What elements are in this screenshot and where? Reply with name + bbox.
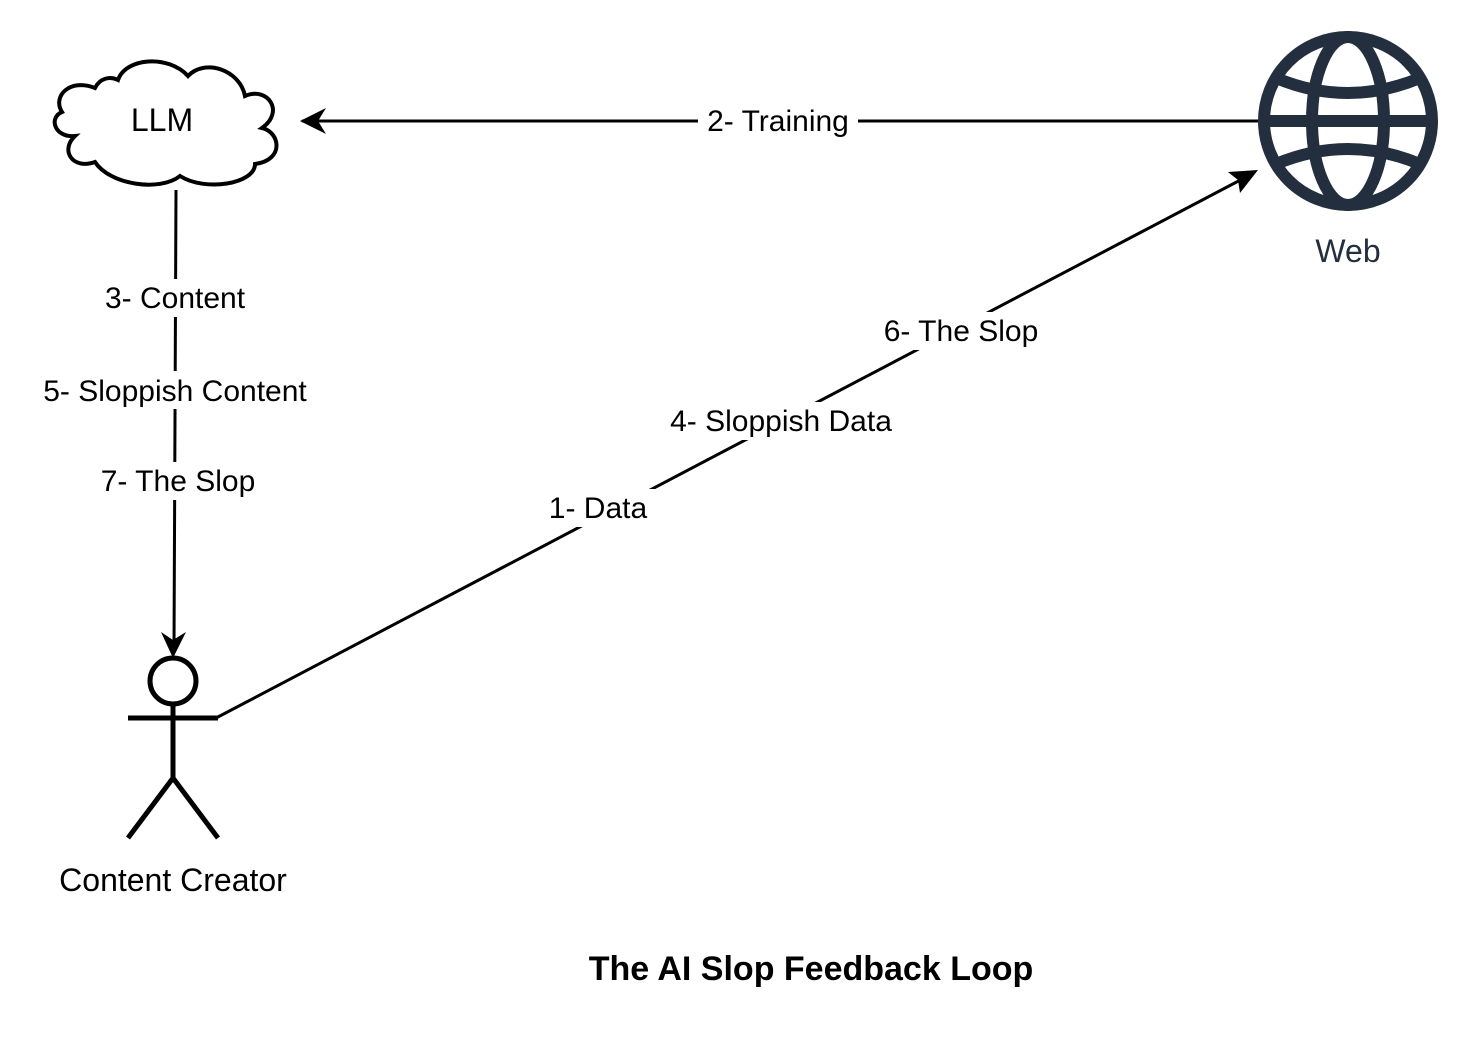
- llm-cloud-node[interactable]: LLM: [52, 59, 279, 187]
- edge-label-sloppish-data: 4- Sloppish Data: [670, 405, 892, 438]
- arrowhead-training: [300, 108, 326, 134]
- edge-creator-to-web-line[interactable]: [215, 174, 1249, 720]
- edge-label-sloppish-content: 5- Sloppish Content: [43, 375, 307, 408]
- edge-label-the-slop-down: 7- The Slop: [101, 465, 256, 498]
- web-label: Web: [1315, 233, 1380, 269]
- edge-llm-to-creator-line[interactable]: [172, 189, 178, 649]
- globe-icon: [1258, 31, 1438, 211]
- diagram-title: The AI Slop Feedback Loop: [589, 950, 1034, 988]
- llm-label: LLM: [131, 102, 193, 138]
- web-node[interactable]: Web: [1258, 31, 1438, 269]
- edge-label-training: 2- Training: [707, 105, 849, 138]
- arrowhead-web: [1228, 170, 1258, 193]
- edge-label-the-slop-up: 6- The Slop: [884, 315, 1039, 348]
- cloud-icon: [52, 59, 279, 187]
- person-icon: [126, 655, 220, 840]
- edge-label-content: 3- Content: [105, 282, 246, 315]
- content-creator-label: Content Creator: [59, 862, 287, 898]
- arrowhead-creator: [161, 632, 186, 658]
- content-creator-node[interactable]: Content Creator: [59, 655, 287, 898]
- edge-label-data: 1- Data: [549, 492, 648, 525]
